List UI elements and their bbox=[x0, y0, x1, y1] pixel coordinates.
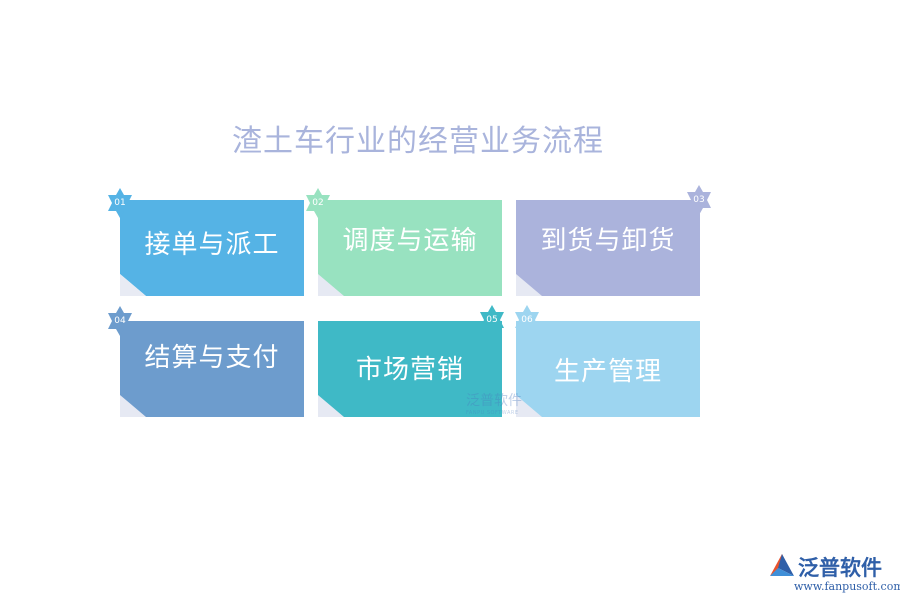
fanpu-logo-icon bbox=[770, 554, 794, 576]
star-badge-icon bbox=[687, 185, 711, 215]
step-label: 市场营销 bbox=[355, 355, 464, 385]
step-badge-06: 06 bbox=[511, 304, 543, 336]
step-number: 05 bbox=[486, 315, 498, 325]
star-badge-icon bbox=[108, 306, 132, 336]
step-number: 03 bbox=[693, 195, 705, 205]
step-number: 06 bbox=[521, 315, 533, 325]
watermark-sub: FANPU SOFTWARE bbox=[466, 410, 519, 416]
step-number: 01 bbox=[114, 198, 126, 208]
watermark: 泛普软件 FANPU SOFTWARE bbox=[466, 390, 522, 416]
step-label: 到货与卸货 bbox=[540, 226, 676, 256]
page-fold-icon bbox=[516, 274, 542, 296]
step-badge-05: 05 bbox=[476, 304, 508, 336]
step-badge-02: 02 bbox=[302, 187, 334, 219]
brand-url: www.fanpusoft.com bbox=[794, 580, 900, 593]
page-fold-icon bbox=[516, 395, 542, 417]
step-card-04: 结算与支付 bbox=[120, 321, 304, 417]
step-card-02: 调度与运输 bbox=[318, 200, 502, 296]
watermark-name: 泛普软件 bbox=[466, 393, 522, 409]
star-badge-icon bbox=[306, 188, 330, 218]
step-label: 生产管理 bbox=[553, 357, 662, 387]
step-card-03: 到货与卸货 bbox=[516, 200, 700, 296]
brand-name: 泛普软件 bbox=[798, 556, 882, 580]
star-badge-icon bbox=[480, 305, 504, 335]
step-number: 02 bbox=[312, 198, 324, 208]
page-fold-icon bbox=[120, 395, 146, 417]
step-label: 接单与派工 bbox=[144, 230, 280, 260]
step-card-05: 市场营销 bbox=[318, 321, 502, 417]
step-label: 结算与支付 bbox=[144, 343, 280, 373]
step-label: 调度与运输 bbox=[342, 226, 478, 256]
diagram-title: 渣土车行业的经营业务流程 bbox=[232, 124, 604, 159]
page-fold-icon bbox=[120, 274, 146, 296]
step-number: 04 bbox=[114, 316, 126, 326]
step-card-01: 接单与派工 bbox=[120, 200, 304, 296]
step-badge-03: 03 bbox=[683, 184, 715, 216]
step-card-06: 生产管理 bbox=[516, 321, 700, 417]
star-badge-icon bbox=[108, 188, 132, 218]
brand-logo: 泛普软件 www.fanpusoft.com bbox=[768, 552, 900, 596]
page-fold-icon bbox=[318, 274, 344, 296]
step-badge-04: 04 bbox=[104, 305, 136, 337]
star-badge-icon bbox=[515, 305, 539, 335]
step-badge-01: 01 bbox=[104, 187, 136, 219]
page-fold-icon bbox=[318, 395, 344, 417]
